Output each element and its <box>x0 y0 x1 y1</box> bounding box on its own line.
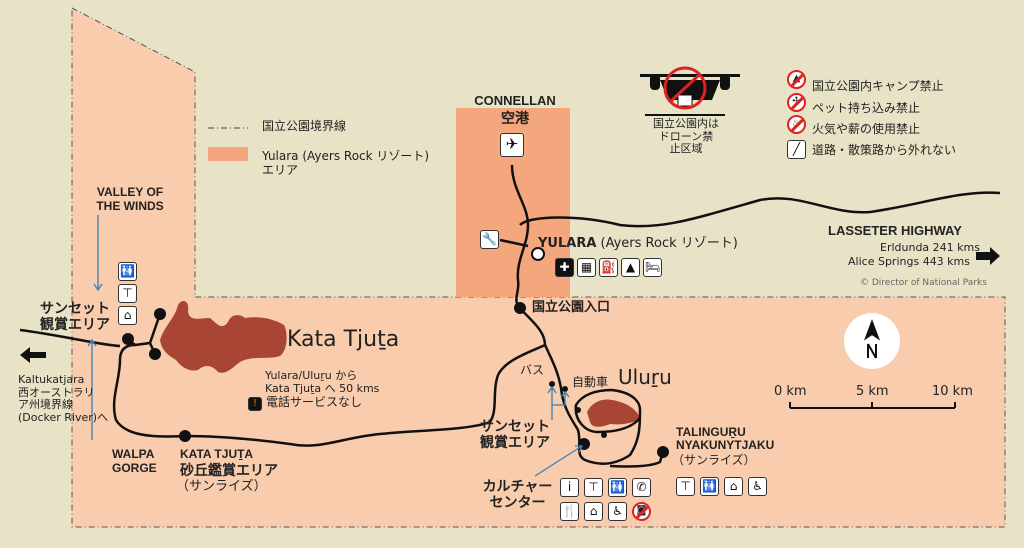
walpa-1: WALPA <box>112 447 155 461</box>
phone-icon: ✆ <box>632 478 651 497</box>
car-label: 自動車 <box>572 375 609 389</box>
airport-plane-icon: ✈ <box>500 133 524 157</box>
water-tap-icon: ⊤ <box>584 478 603 497</box>
yulara-subtitle: (Ayers Rock リゾート) <box>596 236 738 251</box>
drone-label-2: ドローン禁 <box>658 129 714 143</box>
distance-label-2: Kata Tjuṯa へ 50 kms <box>265 382 380 395</box>
scale-label-0: 0 km <box>774 384 807 399</box>
yulara-name: YULARA <box>538 236 597 251</box>
connellan-label: CONNELLAN <box>474 93 556 108</box>
no-fire-icon: ♨ <box>787 115 806 134</box>
walpa-gorge-label: WALPA GORGE <box>112 447 157 476</box>
wheelchair-icon: ♿ <box>748 477 767 496</box>
yulara-label: YULARA (Ayers Rock リゾート) <box>538 236 738 252</box>
rule-label: ペット持ち込み禁止 <box>812 101 921 115</box>
warning-icon: ! <box>248 397 262 411</box>
park-entrance-label: 国立公園入口 <box>532 299 611 314</box>
kaltukatjara-1: Kaltukatjara <box>18 373 85 386</box>
no-phone-label: 電話サービスなし <box>266 395 363 409</box>
picnic-shelter-icon: ⌂ <box>724 477 743 496</box>
park-area <box>71 7 1006 528</box>
uluru-label: Uluṟu <box>618 365 672 389</box>
uluru-rock <box>587 399 640 427</box>
culture-label-2: センター <box>489 494 546 511</box>
walpa-2: GORGE <box>112 460 157 475</box>
pointer-arrows <box>87 215 584 477</box>
legend-yulara-label: Yulara (Ayers Rock リゾート) <box>262 149 430 163</box>
camping-icon: ▲ <box>621 258 640 277</box>
sunset-label-1: サンセット <box>480 418 550 434</box>
no-pets-icon: ✣ <box>787 93 806 112</box>
roads <box>19 164 1001 468</box>
talinguru-label: TALINGUṞU <box>676 425 746 439</box>
no-camping-icon: ▲ <box>787 70 806 89</box>
rule-label: 国立公園内キャンプ禁止 <box>812 79 944 93</box>
kata-tjuta-label: Kata Tjuṯa <box>287 327 400 352</box>
valley-label-1: VALLEY OF <box>96 185 164 199</box>
sunset-label-1: サンセット <box>40 300 110 316</box>
legend-yulara-swatch <box>208 147 248 161</box>
copyright: © Director of National Parks <box>860 278 987 288</box>
sunset-label-2: 観賞エリア <box>480 434 550 451</box>
lasseter-highway-label: LASSETER HIGHWAY <box>828 223 962 238</box>
distance-label-1: Yulara/Uluṟu から <box>265 369 358 382</box>
drone-prohibited-icon <box>640 66 740 116</box>
checkered-flag-icon: ▦ <box>577 258 596 277</box>
culture-label-1: カルチャー <box>482 478 553 494</box>
scale-label-10: 10 km <box>932 384 973 399</box>
kaltukatjara-3: ア州境界線 <box>18 398 73 412</box>
drone-label-1: 国立公園内は <box>653 117 719 130</box>
legend-boundary-label: 国立公園境界線 <box>262 119 347 133</box>
no-photography-icon: ◙ <box>632 502 651 521</box>
drone-label: 国立公園内は ドローン禁 止区域 <box>640 117 732 156</box>
kata-tjuta-dune-label: KATA TJUṮA <box>180 447 254 461</box>
rule-label: 道路・散策路から外れない <box>812 143 957 157</box>
valley-label-2: THE WINDS <box>96 198 164 213</box>
kaltukatjara-label: Kaltukatjara 西オーストラリ ア州境界線 (Docker River… <box>18 373 109 425</box>
water-tap-icon: ⊤ <box>118 284 137 303</box>
stay-on-path-icon: ╱ <box>787 140 806 159</box>
toilets-icon: 🚻 <box>608 478 627 497</box>
water-tap-icon: ⊤ <box>676 477 695 496</box>
first-aid-icon: ✚ <box>555 258 574 277</box>
kata-tjuta-dune-label-2: 砂丘鑑賞エリア <box>180 462 278 478</box>
kata-tjuta-sunset-label: サンセット 観賞エリア <box>30 300 120 332</box>
toilets-icon: 🚻 <box>118 262 137 281</box>
site-markers <box>122 302 669 458</box>
picnic-shelter-icon: ⌂ <box>118 306 137 325</box>
yulara-town-marker <box>531 247 545 261</box>
sunset-label-2: 観賞エリア <box>40 316 110 333</box>
airport-label: 空港 <box>501 110 529 126</box>
food-icon: 🍴 <box>560 502 579 521</box>
arrow-left-icon <box>20 347 46 363</box>
kaltukatjara-4: (Docker River)へ <box>18 410 109 424</box>
uluru-sunset-label: サンセット 観賞エリア <box>475 418 555 450</box>
toilets-icon: 🚻 <box>700 477 719 496</box>
arrow-right-icon <box>976 247 1000 265</box>
scale-label-5: 5 km <box>856 384 889 399</box>
talinguru-label-3: （サンライズ） <box>672 453 756 467</box>
alice-springs-distance: Alice Springs 443 kms <box>848 255 970 268</box>
erldunda-distance: Erldunda 241 kms <box>880 241 980 254</box>
service-station-wrench-icon: 🔧 <box>480 230 499 249</box>
rule-label: 火気や薪の使用禁止 <box>812 122 921 136</box>
kaltukatjara-2: 西オーストラリ <box>18 385 95 399</box>
information-icon: i <box>560 478 579 497</box>
kata-tjuta-rock <box>160 300 287 373</box>
culture-centre-label: カルチャー センター <box>475 478 560 510</box>
accommodation-icon: 🛏 <box>643 258 662 277</box>
picnic-shelter-icon: ⌂ <box>584 502 603 521</box>
drone-label-3: 止区域 <box>669 142 703 156</box>
valley-of-the-winds-label: VALLEY OF THE WINDS <box>80 185 180 214</box>
north-arrow-icon <box>844 313 900 369</box>
legend-yulara-label-2: エリア <box>262 163 299 177</box>
kata-tjuta-dune-label-3: （サンライズ） <box>176 479 267 494</box>
bus-label: バス <box>520 363 545 377</box>
talinguru-label-2: NYAKUNYTJAKU <box>676 438 775 452</box>
fuel-icon: ⛽ <box>599 258 618 277</box>
scale-bar <box>789 402 956 409</box>
wheelchair-icon: ♿ <box>608 502 627 521</box>
